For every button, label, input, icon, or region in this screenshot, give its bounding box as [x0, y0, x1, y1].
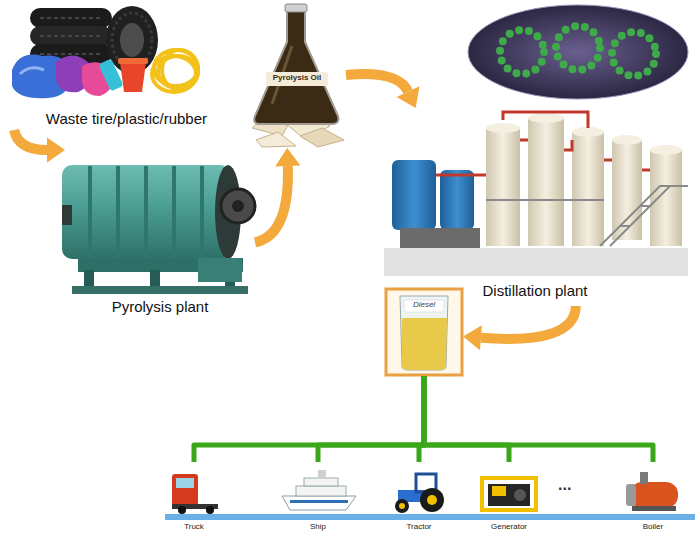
bracket-line — [318, 376, 424, 462]
application-item: Truck — [168, 462, 220, 533]
flow-arrow — [346, 74, 420, 108]
connector-line — [481, 306, 576, 339]
oil-flask: Pyrolysis Oil — [248, 2, 346, 148]
connector-line — [318, 376, 424, 462]
bracket-line — [424, 376, 509, 462]
distillation-plant: Distillation plant — [378, 108, 692, 306]
bracket-line — [424, 376, 653, 462]
boiler-icon — [626, 472, 678, 511]
arrow-head — [397, 86, 420, 108]
node-text: Tractor — [406, 522, 431, 532]
arrow-head — [275, 148, 300, 166]
connector-line — [194, 376, 424, 462]
connector-line — [424, 376, 509, 462]
node-text: Truck — [184, 522, 204, 532]
flow-arrow — [255, 148, 300, 242]
arrow-head — [47, 137, 65, 162]
node-text: Ship — [310, 522, 326, 532]
tractor-icon — [395, 474, 444, 513]
oil-flask-drawing — [252, 4, 344, 147]
connector-line — [424, 376, 653, 462]
bracket-line — [194, 376, 424, 462]
distillation-plant-drawing — [384, 112, 688, 276]
molecule-graphic — [468, 5, 688, 99]
node-text: Pyrolysis Oil — [273, 73, 321, 83]
application-band — [165, 514, 695, 520]
node-text: Generator — [491, 522, 527, 532]
node-text: Pyrolysis plant — [112, 297, 209, 316]
generator-icon — [482, 478, 536, 510]
plastic-waste — [12, 50, 198, 98]
connector-line — [255, 166, 288, 242]
diesel-beaker: Diesel — [385, 288, 463, 376]
diesel-beaker-drawing — [386, 289, 462, 375]
node-text: Diesel — [413, 300, 435, 310]
flow-arrow — [463, 306, 576, 350]
flow-arrow — [14, 130, 65, 163]
application-item: Ship — [280, 462, 356, 533]
pyrolysis-reactor-drawing — [62, 165, 255, 294]
node-text: Waste tire/plastic/rubber — [46, 109, 207, 128]
connector-line — [346, 74, 408, 92]
connector-line — [14, 130, 47, 150]
waste-material-group: Waste tire/plastic/rubber — [8, 4, 213, 130]
node-text: Boiler — [643, 522, 663, 532]
application-item: Generator — [478, 462, 540, 533]
application-item: Boiler — [622, 462, 684, 533]
truck-icon — [172, 474, 218, 514]
pyrolysis-reactor: Pyrolysis plant — [55, 150, 255, 318]
ship-icon — [282, 470, 356, 510]
arrow-head — [463, 325, 482, 350]
application-item: Tractor — [392, 462, 446, 533]
node-text: Distillation plant — [482, 281, 587, 300]
ellipsis-mark: ... — [558, 476, 571, 494]
